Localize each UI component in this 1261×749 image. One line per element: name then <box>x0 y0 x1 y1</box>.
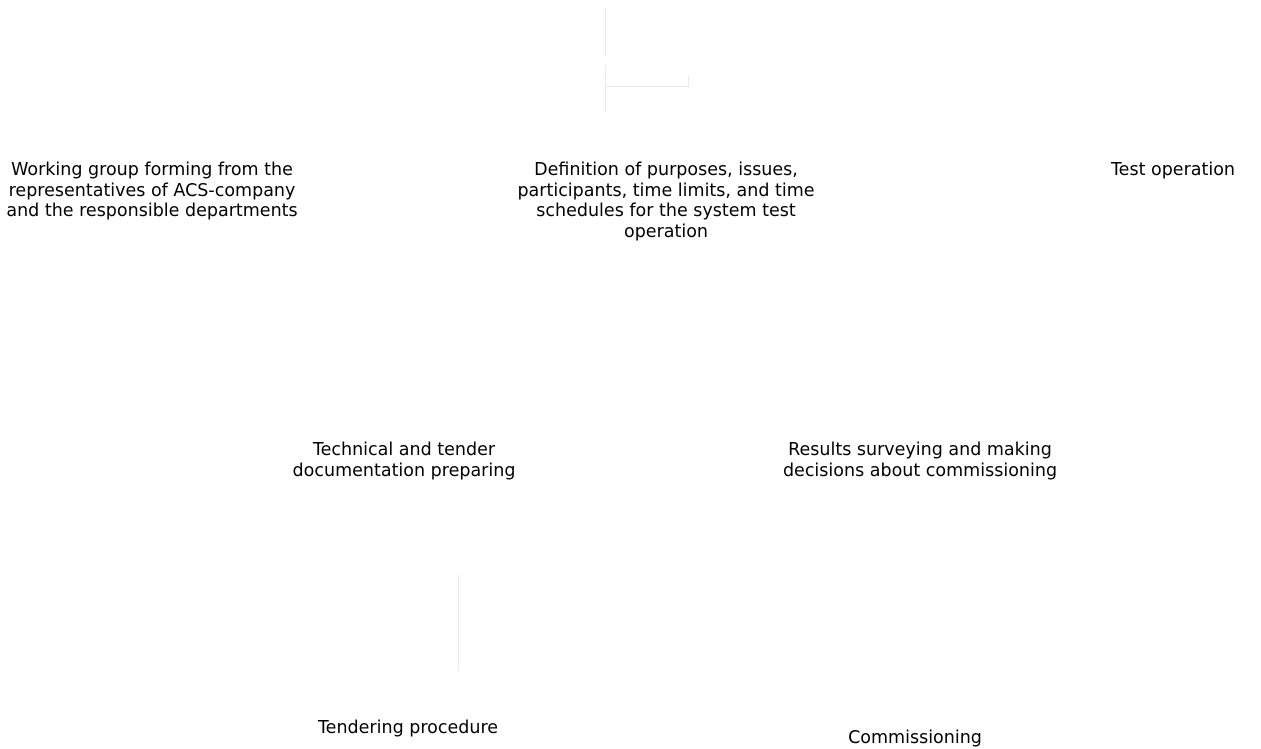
node-technical-docs: Technical and tender documentation prepa… <box>292 440 516 481</box>
connector-line <box>606 86 688 87</box>
node-tendering: Tendering procedure <box>317 718 499 738</box>
node-results: Results surveying and making decisions a… <box>782 440 1058 481</box>
connector-line <box>605 65 606 112</box>
node-definition: Definition of purposes, issues, particip… <box>517 160 815 242</box>
connector-line <box>605 8 606 56</box>
node-working-group: Working group forming from the represent… <box>6 160 298 221</box>
node-commissioning: Commissioning <box>848 728 982 748</box>
connector-line <box>458 575 459 671</box>
node-test-operation: Test operation <box>1110 160 1236 180</box>
connector-line <box>688 76 689 87</box>
